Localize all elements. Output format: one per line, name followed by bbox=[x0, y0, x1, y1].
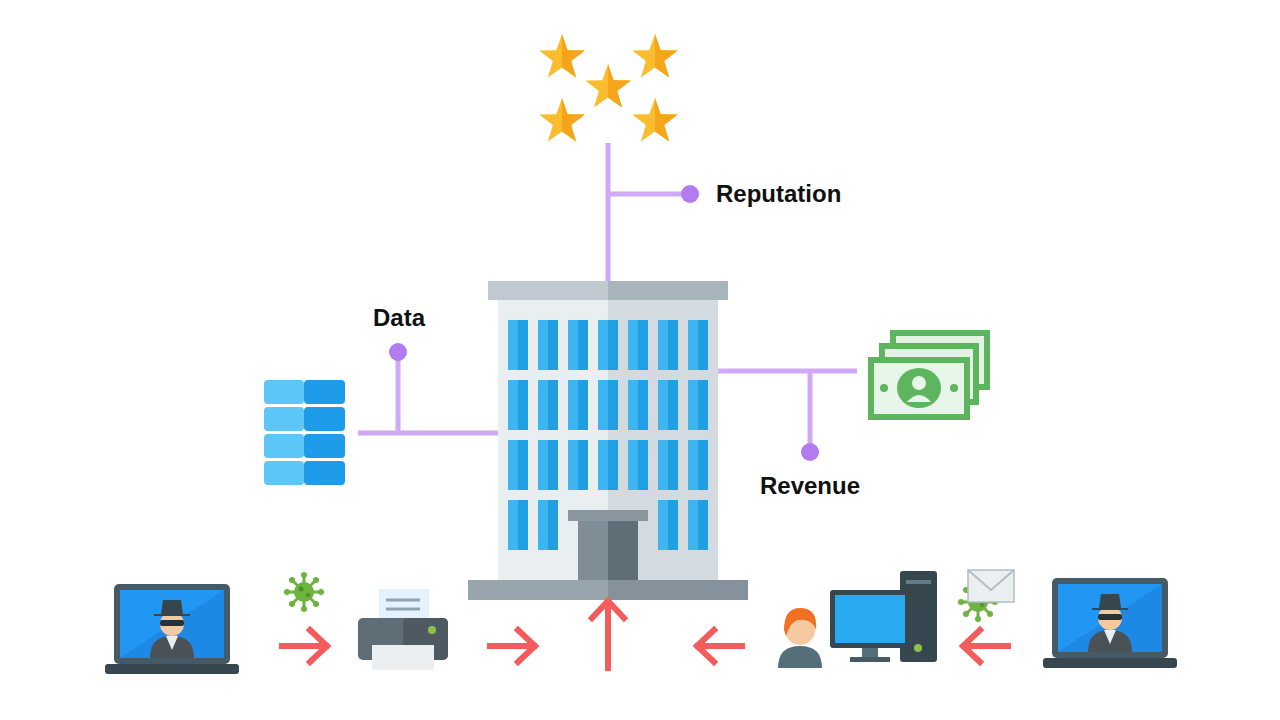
computer-icon-part bbox=[914, 644, 922, 652]
office-building-part bbox=[608, 281, 728, 300]
email-icon-part bbox=[968, 570, 1014, 590]
database-icon-part bbox=[304, 380, 345, 404]
computer-icon-part bbox=[835, 595, 905, 643]
computer-icon bbox=[830, 571, 937, 662]
leader-dots-part bbox=[801, 443, 819, 461]
database-icon-part bbox=[304, 434, 345, 458]
employee-icon-part bbox=[784, 608, 816, 636]
office-building-part bbox=[563, 495, 608, 581]
leader-lines-part bbox=[606, 143, 611, 283]
database-icon-part bbox=[304, 407, 345, 431]
database-icon-part bbox=[264, 407, 304, 431]
office-building-part bbox=[488, 281, 608, 300]
virus-icon-part bbox=[284, 572, 324, 612]
money-bills bbox=[868, 330, 990, 420]
money-bills-part bbox=[907, 395, 931, 402]
attacker-laptop-part bbox=[105, 584, 239, 674]
leader-lines-part bbox=[396, 352, 401, 433]
printer-icon-part bbox=[372, 645, 434, 670]
reputation-stars-part bbox=[632, 98, 678, 141]
reputation-stars-part bbox=[539, 98, 585, 141]
money-bills-part bbox=[868, 357, 970, 420]
office-building bbox=[468, 281, 748, 600]
printer-icon bbox=[358, 589, 448, 670]
database-icon-part bbox=[264, 461, 304, 485]
computer-icon-part bbox=[862, 648, 878, 658]
office-building-part bbox=[578, 521, 608, 581]
computer-icon-part bbox=[830, 590, 910, 648]
leader-lines-part bbox=[716, 369, 857, 374]
printer-icon-part bbox=[386, 608, 420, 611]
leader-lines-part bbox=[358, 431, 498, 436]
printer-icon-part bbox=[386, 599, 420, 602]
money-bills-part bbox=[897, 368, 941, 408]
money-bills-part bbox=[912, 376, 926, 390]
database-icon-part bbox=[304, 461, 345, 485]
email-icon-part bbox=[968, 570, 1014, 602]
office-building-part bbox=[608, 580, 748, 600]
leader-dots-part bbox=[389, 343, 407, 361]
reputation-stars-part bbox=[539, 34, 585, 77]
money-bills-part bbox=[874, 363, 964, 414]
office-building-part bbox=[568, 510, 648, 521]
computer-icon-part bbox=[906, 580, 931, 584]
office-building-part bbox=[468, 580, 608, 600]
money-bills-part bbox=[880, 384, 888, 392]
reputation-stars-part bbox=[585, 64, 631, 107]
callout-label: Reputation bbox=[716, 180, 841, 208]
reputation-stars-part bbox=[632, 34, 678, 77]
attack-arrows-part bbox=[282, 630, 327, 662]
office-building-part bbox=[608, 521, 638, 581]
database-icon-part bbox=[264, 434, 304, 458]
leader-lines-part bbox=[808, 371, 813, 452]
attack-arrows-part bbox=[592, 601, 624, 668]
attack-arrows-part bbox=[963, 630, 1008, 662]
attack-arrows-part bbox=[697, 630, 742, 662]
office-building-part bbox=[608, 495, 653, 581]
callout-label: Data bbox=[373, 304, 425, 332]
database-icon bbox=[264, 380, 345, 485]
email-icon bbox=[968, 570, 1014, 602]
leader-dots-part bbox=[681, 185, 699, 203]
attacker-laptop bbox=[105, 578, 1177, 674]
attack-arrows-part bbox=[490, 630, 535, 662]
office-building-part bbox=[508, 320, 708, 550]
database-icon-part bbox=[264, 380, 304, 404]
reputation-stars bbox=[539, 34, 678, 141]
callout-label: Revenue bbox=[760, 472, 860, 500]
attacker-laptop-part bbox=[1043, 578, 1177, 668]
employee-icon bbox=[778, 608, 822, 668]
printer-icon-part bbox=[428, 626, 436, 634]
money-bills-part bbox=[950, 384, 958, 392]
leader-lines-part bbox=[608, 192, 690, 197]
computer-icon-part bbox=[850, 657, 890, 662]
employee-icon-part bbox=[778, 646, 822, 668]
